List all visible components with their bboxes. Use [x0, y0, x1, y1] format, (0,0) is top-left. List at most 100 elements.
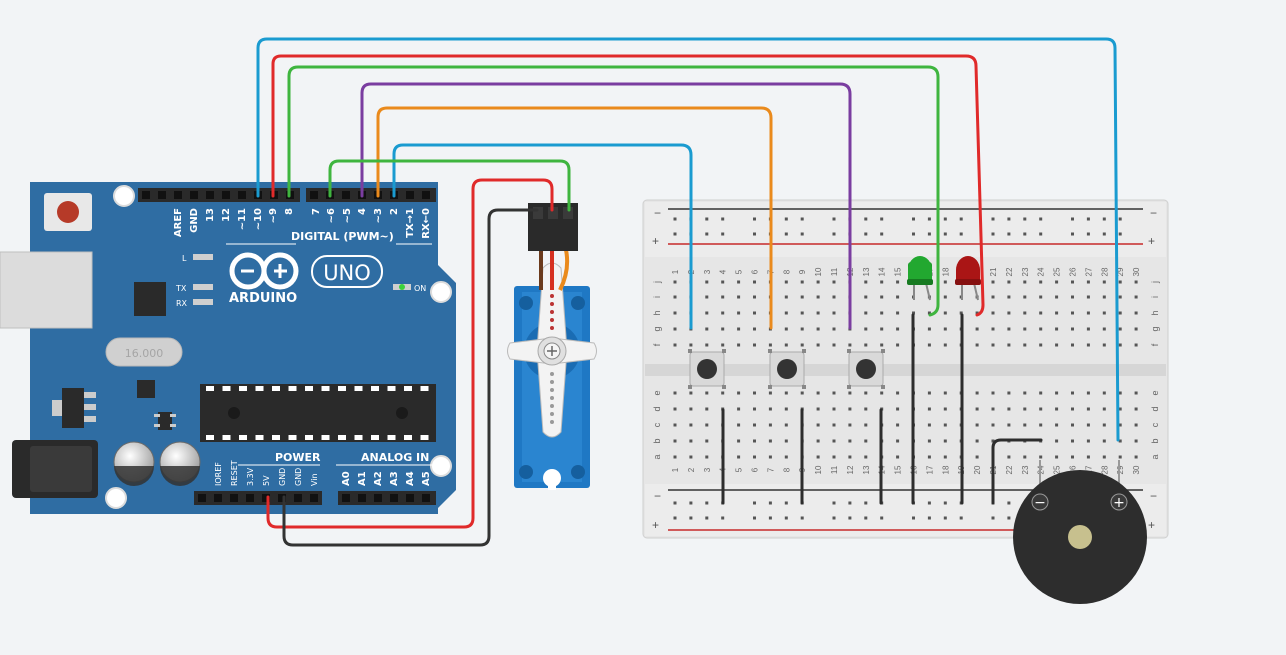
- breadboard-hole[interactable]: [848, 391, 852, 395]
- breadboard-hole[interactable]: [943, 391, 947, 395]
- reset-button[interactable]: [44, 193, 92, 231]
- wire-green-led[interactable]: [287, 65, 940, 317]
- header-pin[interactable]: [422, 494, 430, 502]
- rail-hole[interactable]: [848, 501, 852, 505]
- breadboard-hole[interactable]: [848, 439, 852, 443]
- breadboard-hole[interactable]: [800, 391, 804, 395]
- header-pin[interactable]: [310, 494, 318, 502]
- breadboard-hole[interactable]: [737, 311, 741, 315]
- breadboard-hole[interactable]: [832, 407, 836, 411]
- breadboard-hole[interactable]: [975, 327, 979, 331]
- wire-red-led[interactable]: [271, 54, 985, 317]
- breadboard-hole[interactable]: [1007, 280, 1011, 284]
- breadboard-hole[interactable]: [689, 455, 693, 459]
- breadboard-hole[interactable]: [832, 423, 836, 427]
- rail-hole[interactable]: [721, 516, 725, 520]
- breadboard-hole[interactable]: [1071, 407, 1074, 411]
- breadboard-hole[interactable]: [800, 295, 804, 299]
- breadboard-hole[interactable]: [1086, 295, 1090, 299]
- rail-hole[interactable]: [864, 217, 868, 221]
- breadboard-hole[interactable]: [1102, 327, 1106, 331]
- header-pin[interactable]: [142, 191, 150, 199]
- breadboard-hole[interactable]: [816, 455, 820, 459]
- rail-hole[interactable]: [753, 516, 756, 520]
- breadboard-hole[interactable]: [864, 423, 868, 427]
- breadboard-hole[interactable]: [673, 455, 677, 459]
- breadboard-hole[interactable]: [832, 295, 836, 299]
- breadboard-hole[interactable]: [753, 407, 756, 411]
- breadboard-hole[interactable]: [784, 439, 788, 443]
- breadboard-hole[interactable]: [832, 343, 836, 347]
- breadboard-hole[interactable]: [1102, 295, 1106, 299]
- breadboard-hole[interactable]: [673, 423, 677, 427]
- breadboard-hole[interactable]: [800, 343, 804, 347]
- breadboard-hole[interactable]: [768, 455, 772, 459]
- breadboard-hole[interactable]: [848, 407, 852, 411]
- header-pin[interactable]: [238, 191, 246, 199]
- breadboard-hole[interactable]: [1102, 391, 1106, 395]
- breadboard-hole[interactable]: [1039, 455, 1043, 459]
- header-pin[interactable]: [230, 494, 238, 502]
- breadboard-hole[interactable]: [832, 391, 836, 395]
- breadboard-hole[interactable]: [1055, 343, 1059, 347]
- breadboard-hole[interactable]: [1086, 455, 1090, 459]
- rail-hole[interactable]: [1007, 217, 1011, 221]
- rail-hole[interactable]: [768, 516, 772, 520]
- breadboard-hole[interactable]: [673, 391, 677, 395]
- breadboard-hole[interactable]: [1118, 311, 1122, 315]
- breadboard-hole[interactable]: [1023, 295, 1027, 299]
- rail-hole[interactable]: [943, 217, 947, 221]
- rail-hole[interactable]: [1023, 232, 1027, 236]
- rail-hole[interactable]: [880, 516, 884, 520]
- breadboard-hole[interactable]: [784, 423, 788, 427]
- breadboard-hole[interactable]: [959, 311, 963, 315]
- breadboard-hole[interactable]: [1039, 295, 1043, 299]
- breadboard-hole[interactable]: [896, 423, 900, 427]
- button-cap[interactable]: [777, 359, 797, 379]
- breadboard-hole[interactable]: [927, 343, 931, 347]
- breadboard-hole[interactable]: [768, 407, 772, 411]
- rail-hole[interactable]: [943, 232, 947, 236]
- rail-hole[interactable]: [689, 516, 693, 520]
- breadboard-hole[interactable]: [784, 327, 788, 331]
- breadboard-hole[interactable]: [1086, 439, 1090, 443]
- rail-hole[interactable]: [673, 217, 677, 221]
- breadboard-hole[interactable]: [991, 407, 995, 411]
- breadboard-hole[interactable]: [927, 407, 931, 411]
- breadboard-hole[interactable]: [943, 439, 947, 443]
- header-pin[interactable]: [206, 191, 214, 199]
- breadboard-hole[interactable]: [1086, 311, 1090, 315]
- push-button[interactable]: [847, 349, 885, 389]
- breadboard-hole[interactable]: [816, 280, 820, 284]
- breadboard-hole[interactable]: [721, 327, 725, 331]
- breadboard-hole[interactable]: [880, 327, 884, 331]
- rail-hole[interactable]: [1007, 501, 1011, 505]
- breadboard-hole[interactable]: [737, 327, 741, 331]
- rail-hole[interactable]: [880, 217, 884, 221]
- breadboard-hole[interactable]: [737, 343, 741, 347]
- breadboard-hole[interactable]: [1071, 327, 1074, 331]
- breadboard-hole[interactable]: [991, 295, 995, 299]
- wire-green-servo[interactable]: [328, 159, 571, 212]
- header-pin[interactable]: [294, 494, 302, 502]
- wire-blue-buzzer[interactable]: [256, 37, 1120, 442]
- header-pin[interactable]: [262, 494, 270, 502]
- rail-hole[interactable]: [1071, 232, 1074, 236]
- breadboard-hole[interactable]: [1102, 407, 1106, 411]
- breadboard-hole[interactable]: [1007, 343, 1011, 347]
- wire-purple-button[interactable]: [360, 82, 852, 330]
- breadboard-hole[interactable]: [1007, 407, 1011, 411]
- rail-hole[interactable]: [1071, 217, 1074, 221]
- breadboard-hole[interactable]: [1134, 295, 1138, 299]
- breadboard-hole[interactable]: [975, 455, 979, 459]
- header-pin[interactable]: [342, 191, 350, 199]
- breadboard-hole[interactable]: [943, 407, 947, 411]
- header-pin[interactable]: [214, 494, 222, 502]
- breadboard-hole[interactable]: [864, 455, 868, 459]
- rail-hole[interactable]: [864, 501, 868, 505]
- breadboard-hole[interactable]: [1055, 391, 1059, 395]
- breadboard-hole[interactable]: [943, 455, 947, 459]
- arduino-uno-board[interactable]: 16.000 L TX RX ON: [0, 182, 456, 514]
- breadboard-hole[interactable]: [896, 327, 900, 331]
- rail-hole[interactable]: [927, 516, 931, 520]
